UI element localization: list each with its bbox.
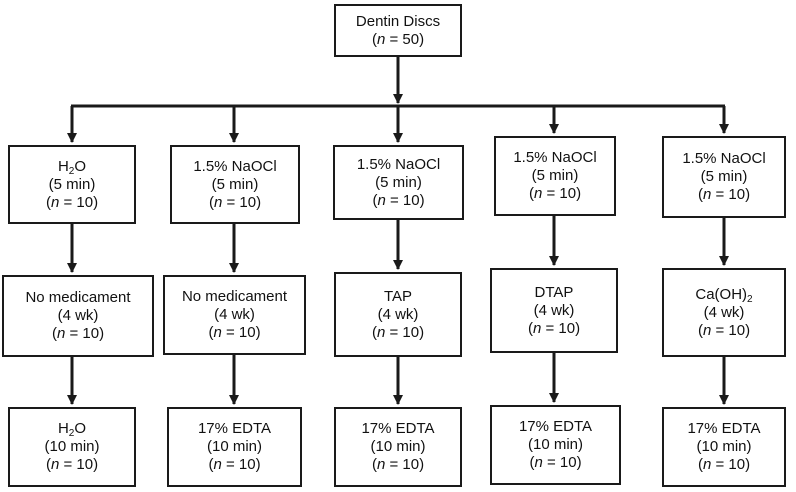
root-title: Dentin Discs (355, 12, 441, 30)
group-4-step1-box: 1.5% NaOCl (5 min) (n = 10) (494, 136, 616, 216)
group-4-step3-duration: (10 min) (527, 436, 583, 453)
group-3-step1-sample-size: (n = 10) (372, 191, 425, 209)
group-2-step3-box: 17% EDTA (10 min) (n = 10) (167, 407, 302, 487)
group-2-step2-medicament: No medicament (181, 288, 288, 305)
group-4-step2-sample-size: (n = 10) (527, 319, 581, 337)
group-5-step3-duration: (10 min) (696, 438, 752, 455)
group-1-step1-treatment: H2O (57, 157, 87, 177)
group-2-step1-treatment: 1.5% NaOCl (193, 157, 277, 175)
group-1-step1-duration: (5 min) (48, 175, 96, 193)
group-5-step1-duration: (5 min) (700, 168, 748, 185)
group-3-step3-box: 17% EDTA (10 min) (n = 10) (334, 407, 462, 487)
group-1-step3-duration: (10 min) (44, 438, 100, 455)
group-2-step1-box: 1.5% NaOCl (5 min) (n = 10) (170, 145, 300, 224)
group-2-step3-duration: (10 min) (206, 438, 262, 455)
group-4-step1-sample-size: (n = 10) (528, 185, 582, 202)
group-2-step1-duration: (5 min) (211, 175, 259, 193)
group-3-step3-sample-size: (n = 10) (371, 456, 425, 473)
group-2-step2-duration: (4 wk) (214, 306, 255, 323)
group-1-step2-sample-size: (n = 10) (51, 325, 105, 342)
group-1-step3-sample-size: (n = 10) (45, 456, 99, 473)
group-1-step2-medicament: No medicament (25, 289, 131, 306)
group-4-step3-sample-size: (n = 10) (529, 454, 582, 471)
group-2-step2-sample-size: (n = 10) (208, 324, 261, 341)
group-4-step2-box: DTAP (4 wk) (n = 10) (490, 268, 618, 353)
group-4-step1-duration: (5 min) (531, 167, 579, 184)
group-3-step2-duration: (4 wk) (377, 305, 419, 323)
group-5-step3-sample-size: (n = 10) (697, 456, 751, 473)
group-3-step3-duration: (10 min) (370, 438, 426, 455)
group-1-step3-treatment: H2O (57, 420, 87, 439)
group-5-step3-box: 17% EDTA (10 min) (n = 10) (662, 407, 786, 487)
group-2-step3-sample-size: (n = 10) (208, 456, 261, 473)
group-3-step1-treatment: 1.5% NaOCl (356, 155, 441, 173)
group-5-step2-medicament: Ca(OH)2 (695, 285, 753, 305)
group-5-step1-box: 1.5% NaOCl (5 min) (n = 10) (662, 136, 786, 218)
group-3-step2-sample-size: (n = 10) (371, 323, 425, 341)
group-2-step3-treatment: 17% EDTA (197, 420, 272, 437)
group-5-step1-sample-size: (n = 10) (697, 186, 751, 203)
group-5-step1-treatment: 1.5% NaOCl (682, 150, 766, 167)
group-4-step3-box: 17% EDTA (10 min) (n = 10) (490, 405, 621, 485)
group-1-step2-box: No medicament (4 wk) (n = 10) (2, 275, 154, 357)
group-1-step1-sample-size: (n = 10) (45, 193, 99, 211)
group-4-step3-treatment: 17% EDTA (518, 418, 593, 435)
group-3-step3-treatment: 17% EDTA (361, 420, 435, 437)
group-4-step2-duration: (4 wk) (533, 301, 575, 319)
group-1-step3-box: H2O (10 min) (n = 10) (8, 407, 136, 487)
group-5-step2-box: Ca(OH)2 (4 wk) (n = 10) (662, 268, 786, 357)
group-2-step1-sample-size: (n = 10) (208, 193, 262, 211)
group-5-step3-treatment: 17% EDTA (687, 420, 761, 437)
group-1-step1-box: H2O (5 min) (n = 10) (8, 145, 136, 224)
root-box: Dentin Discs (n = 50) (334, 4, 462, 57)
group-4-step2-medicament: DTAP (534, 283, 574, 301)
group-3-step1-duration: (5 min) (375, 173, 422, 191)
group-5-step2-sample-size: (n = 10) (697, 321, 751, 339)
group-3-step2-box: TAP (4 wk) (n = 10) (334, 272, 462, 357)
group-4-step1-treatment: 1.5% NaOCl (513, 149, 597, 166)
group-1-step2-duration: (4 wk) (57, 307, 99, 324)
group-3-step2-medicament: TAP (383, 287, 413, 305)
group-5-step2-duration: (4 wk) (703, 303, 745, 321)
root-sample-size: (n = 50) (371, 30, 425, 48)
group-3-step1-box: 1.5% NaOCl (5 min) (n = 10) (333, 145, 464, 220)
group-2-step2-box: No medicament (4 wk) (n = 10) (163, 275, 306, 355)
